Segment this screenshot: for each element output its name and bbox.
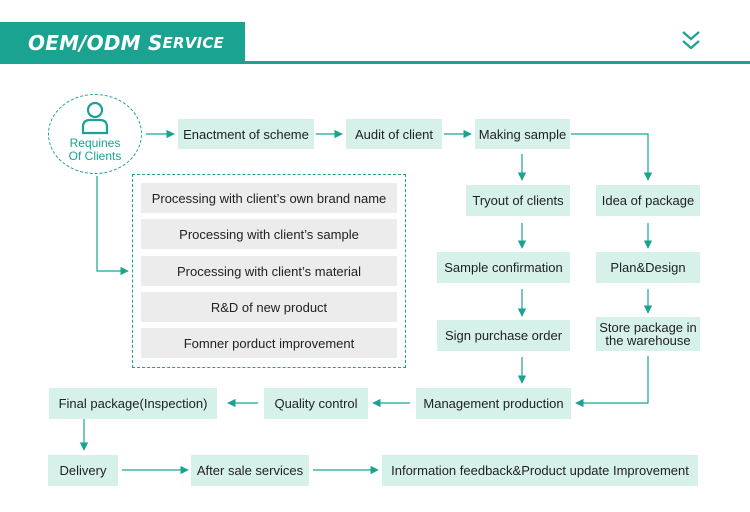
- processing-option: R&D of new product: [141, 292, 397, 322]
- delivery-box: Delivery: [48, 455, 118, 486]
- sign-purchase-order-box: Sign purchase order: [437, 320, 570, 351]
- section-title-main: OEM/ODM S: [28, 31, 163, 55]
- management-production-box: Management production: [416, 388, 571, 419]
- client-requirements-circle: [48, 94, 142, 174]
- store-package-line1: Store package in: [599, 320, 697, 335]
- store-package-box: Store package in the warehouse: [596, 317, 700, 351]
- processing-option: Fomner porduct improvement: [141, 328, 397, 358]
- processing-option: Processing with client’s own brand name: [141, 183, 397, 213]
- tryout-of-clients-box: Tryout of clients: [466, 185, 570, 216]
- processing-option: Processing with client’s material: [141, 256, 397, 286]
- after-sale-services-box: After sale services: [191, 455, 309, 486]
- processing-options-group: [132, 174, 406, 368]
- client-label-line1: Requines: [69, 136, 121, 150]
- client-requirements-label: Requines Of Clients: [48, 137, 142, 163]
- enactment-of-scheme-box: Enactment of scheme: [178, 119, 314, 149]
- audit-of-client-box: Audit of client: [346, 119, 442, 149]
- person-icon: [81, 101, 109, 135]
- idea-of-package-box: Idea of package: [596, 185, 700, 216]
- section-title-smallcaps: ERVICE: [162, 34, 224, 52]
- client-label-line2: Of Clients: [68, 149, 122, 163]
- making-sample-box: Making sample: [475, 119, 570, 149]
- plan-design-box: Plan&Design: [596, 252, 700, 283]
- store-package-line2: the warehouse: [605, 333, 691, 348]
- quality-control-box: Quality control: [264, 388, 368, 419]
- final-package-box: Final package(Inspection): [49, 388, 217, 419]
- information-feedback-box: Information feedback&Product update Impr…: [382, 455, 698, 486]
- processing-option: Processing with client’s sample: [141, 219, 397, 249]
- sample-confirmation-box: Sample confirmation: [437, 252, 570, 283]
- double-chevron-down-icon[interactable]: [680, 28, 702, 54]
